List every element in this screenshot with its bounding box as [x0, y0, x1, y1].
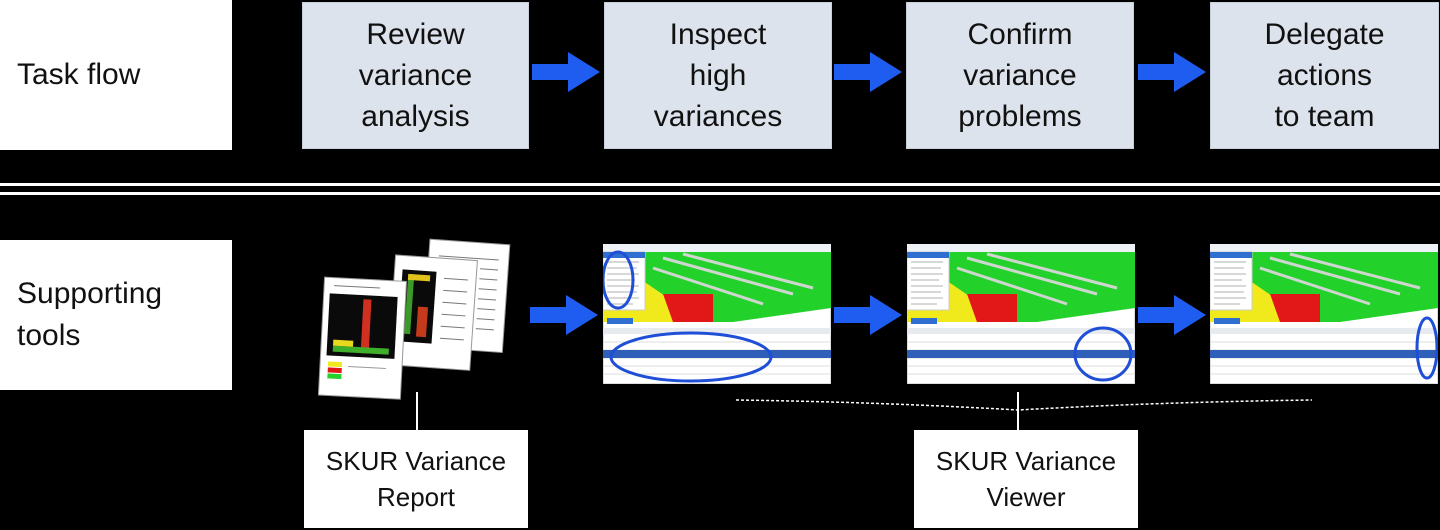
supporting-tools-text: Supporting tools [17, 277, 163, 352]
report-connector [416, 392, 418, 430]
step-delegate-actions: Delegate actions to team [1210, 2, 1439, 149]
report-caption: SKUR Variance Report [304, 430, 528, 528]
viewer-caption: SKUR Variance Viewer [914, 430, 1138, 528]
supporting-tools-label: Supporting tools [0, 240, 232, 390]
viewer-screenshot-delegate [1210, 244, 1438, 384]
variance-report-pages [318, 238, 511, 400]
step-review-variance: Review variance analysis [302, 2, 529, 149]
tool-arrow-icon [530, 295, 598, 335]
task-flow-label: Task flow [0, 0, 232, 150]
divider-bottom [0, 192, 1440, 195]
flow-arrow-icon [532, 52, 600, 92]
task-flow-text: Task flow [17, 58, 141, 91]
step-inspect-high-variances: Inspect high variances [604, 2, 832, 149]
step-confirm-variance-problems: Confirm variance problems [906, 2, 1134, 149]
tool-arrow-icon [834, 295, 902, 335]
flow-arrow-icon [1138, 52, 1206, 92]
viewer-brace [735, 392, 1313, 430]
divider-top [0, 183, 1440, 186]
tool-arrow-icon [1138, 295, 1206, 335]
viewer-screenshot-confirm [907, 244, 1135, 384]
flow-arrow-icon [834, 52, 902, 92]
viewer-screenshot-inspect [603, 244, 831, 384]
